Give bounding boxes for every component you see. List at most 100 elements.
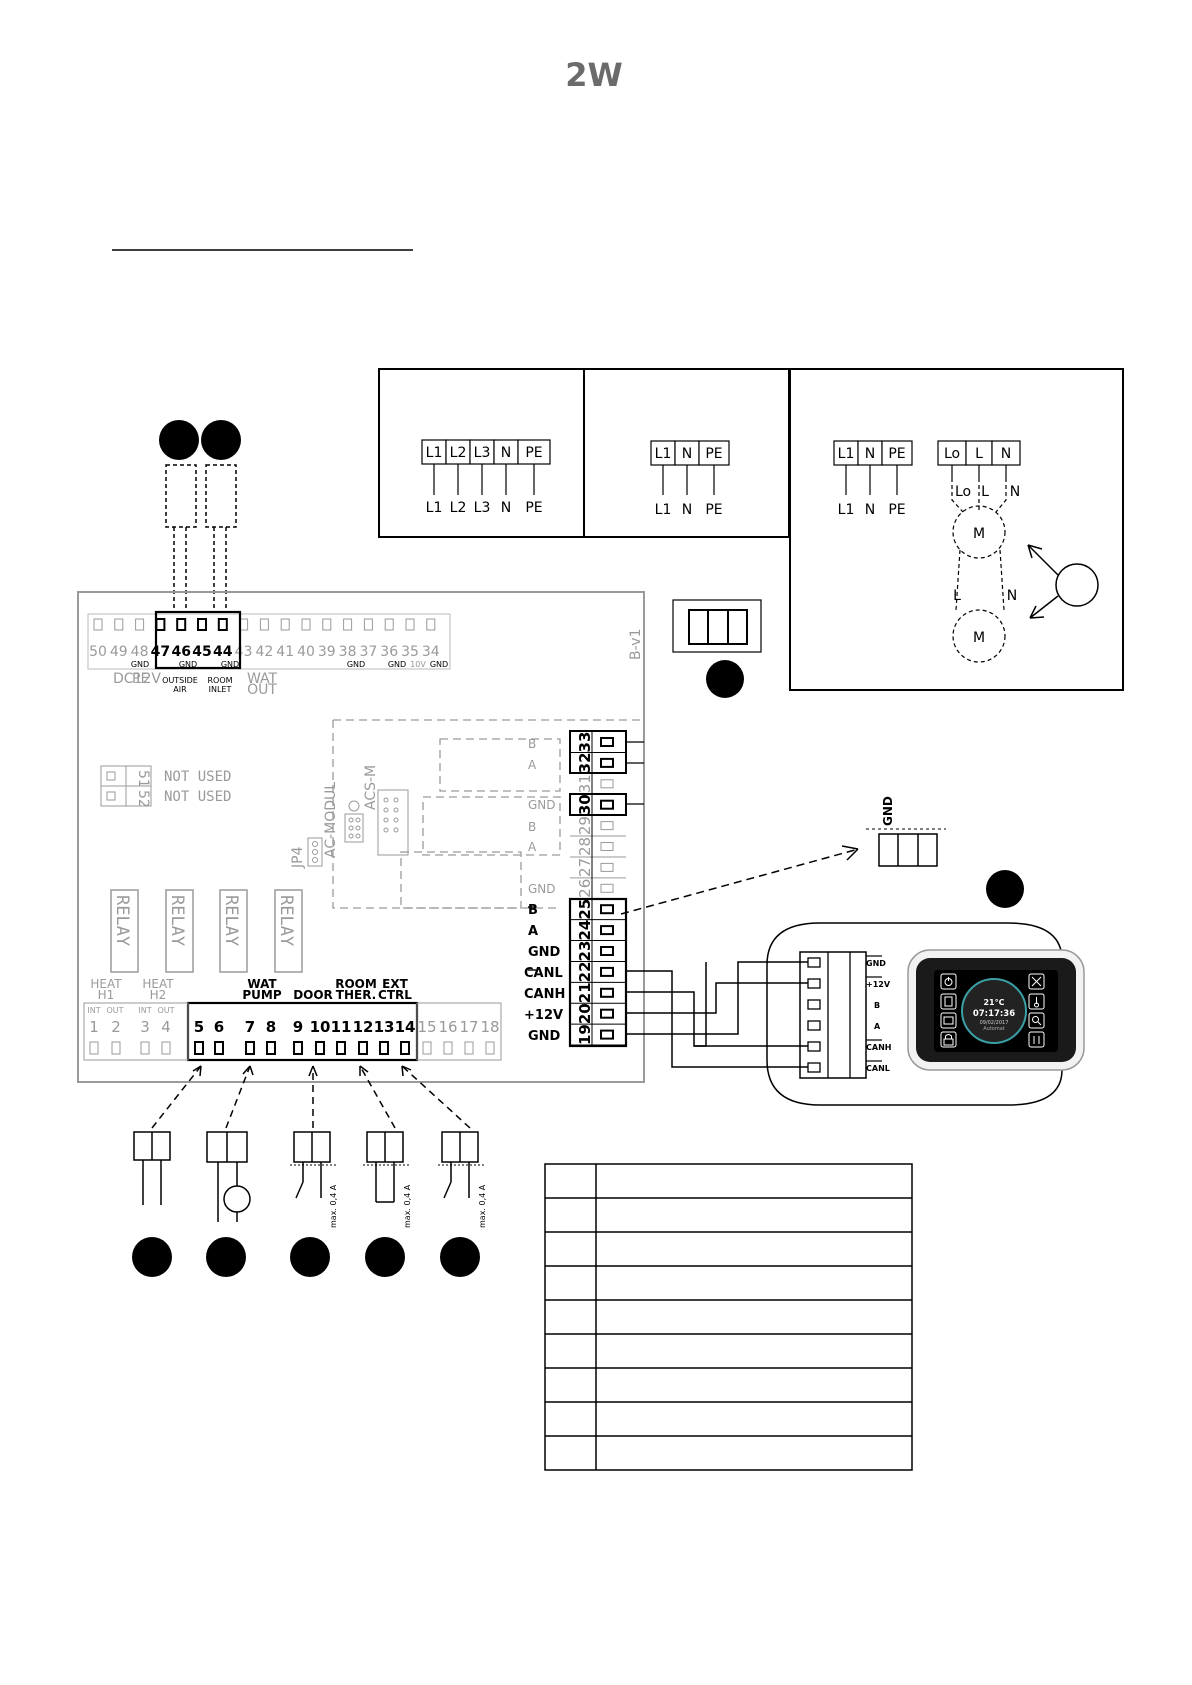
terminal-slot <box>379 1041 389 1055</box>
heater-icon <box>940 1012 957 1029</box>
terminal-slot <box>217 618 228 631</box>
not-used-label: NOT USED <box>164 769 231 785</box>
terminal-label: L2 <box>450 445 467 461</box>
motor-terminal-label: L <box>975 446 983 462</box>
group-label-h1: H1 <box>98 988 115 1002</box>
terminal-slot <box>161 1041 171 1055</box>
right-label-gnd: GND <box>528 1029 561 1044</box>
group-label-room: ROOM <box>335 977 377 991</box>
motor-wire-label: Lo <box>955 484 971 500</box>
group-label-door: DOOR <box>293 988 333 1002</box>
three-phase-terminals: L1 L2 L3 N PE L1 L2 L3 N PE <box>421 439 551 516</box>
terminal-slot <box>600 1008 614 1019</box>
terminal-number: 7 <box>245 1018 255 1036</box>
jp4-header <box>307 789 409 867</box>
terminal-slot <box>259 618 269 631</box>
motor-wire-label: L <box>953 588 961 604</box>
wire-label: N <box>501 500 511 516</box>
terminal-number: 22 <box>576 961 594 982</box>
sensor-terminal-block <box>154 610 242 670</box>
terminal-slot <box>301 618 311 631</box>
wire-label: L2 <box>450 500 467 516</box>
not-used-label: NOT USED <box>164 789 231 805</box>
right-label-gnd: GND <box>528 882 556 896</box>
group-label-inlet: INLET <box>209 685 232 694</box>
door-icon <box>940 993 957 1010</box>
right-label-a: A <box>528 924 538 939</box>
wire-label: L1 <box>426 500 443 516</box>
relay-label: RELAY <box>276 895 296 946</box>
terminal-number: 29 <box>576 816 594 835</box>
terminal-number: 41 <box>276 644 294 660</box>
terminal-label: L3 <box>474 445 491 461</box>
terminal-label: L1 <box>426 445 443 461</box>
terminal-number: 25 <box>576 899 594 920</box>
panel-label: B <box>874 1001 880 1010</box>
terminal-slot <box>336 1041 346 1055</box>
terminal-number: 52 <box>135 790 151 808</box>
terminal-slot <box>405 618 415 631</box>
callout-marker <box>159 420 199 460</box>
terminal-slot <box>322 618 332 631</box>
motor-label: M <box>973 526 985 542</box>
wire-label: L3 <box>474 500 491 516</box>
terminal-number: 8 <box>266 1018 276 1036</box>
terminal-number: 19 <box>576 1024 594 1045</box>
gnd-label: GND <box>179 660 197 669</box>
acs-m-label: ACS-M <box>363 765 379 810</box>
gnd-label: GND <box>221 660 239 669</box>
terminal-slot <box>293 1041 303 1055</box>
terminal-number: 30 <box>576 794 594 815</box>
board-revision: B-v1 <box>628 629 644 660</box>
power-supply-panel <box>378 368 1124 691</box>
10v-label: 10V <box>410 660 426 669</box>
group-label-heat-h2: HEAT <box>142 977 174 991</box>
terminal-number: 40 <box>297 644 315 660</box>
terminal-slot <box>600 883 614 893</box>
terminal-label: PE <box>525 445 542 461</box>
sensor-outside-air <box>165 464 197 528</box>
terminal-label: N <box>865 446 875 462</box>
panel-mode: Automat <box>983 1026 1005 1032</box>
wire-label: L1 <box>838 502 855 518</box>
max-current-label: max. 0,4 A <box>403 1184 412 1228</box>
wire-label: N <box>682 502 692 518</box>
terminal-number: 3 <box>140 1018 150 1036</box>
group-label-dc12v: DC12V <box>113 671 161 687</box>
terminal-number: 31 <box>576 774 594 793</box>
terminal-slot <box>600 966 614 977</box>
terminal-number: 36 <box>380 644 398 660</box>
brand-logo: 2W <box>565 56 623 94</box>
motor-wire-label: L <box>981 484 989 500</box>
panel-wires <box>626 961 808 1068</box>
thermometer-icon <box>1028 993 1045 1010</box>
ac-modul-label: AC-MODUL <box>323 782 339 858</box>
terminal-number: 35 <box>401 644 419 660</box>
gnd-label: GND <box>388 660 406 669</box>
terminal-slot <box>600 737 614 747</box>
terminal-slot <box>358 1041 368 1055</box>
right-label-b: B <box>528 820 536 834</box>
callout-marker <box>132 1237 172 1277</box>
terminal-number: 9 <box>293 1018 303 1036</box>
group-label-room: ROOM <box>207 676 232 685</box>
terminal-number: 34 <box>422 644 440 660</box>
motor-wire-label: N <box>1007 588 1017 604</box>
motor-label: M <box>973 630 985 646</box>
group-label-ther: THER. <box>336 988 376 1002</box>
callout-marker <box>365 1237 405 1277</box>
wire-label: N <box>865 502 875 518</box>
fan-icon <box>1028 973 1045 990</box>
control-panel-device: 21°C 07:17:36 09/02/2017 Automat <box>907 949 1085 1071</box>
terminal-number: 6 <box>214 1018 224 1036</box>
group-label-ext: EXT <box>382 977 408 991</box>
terminal-slot <box>600 821 614 831</box>
terminal-slot <box>600 1029 614 1040</box>
group-label-wat: WAT <box>247 671 278 687</box>
right-label-gnd: GND <box>528 945 561 960</box>
terminal-number: 28 <box>576 837 594 856</box>
terminal-number: 51 <box>135 770 151 788</box>
